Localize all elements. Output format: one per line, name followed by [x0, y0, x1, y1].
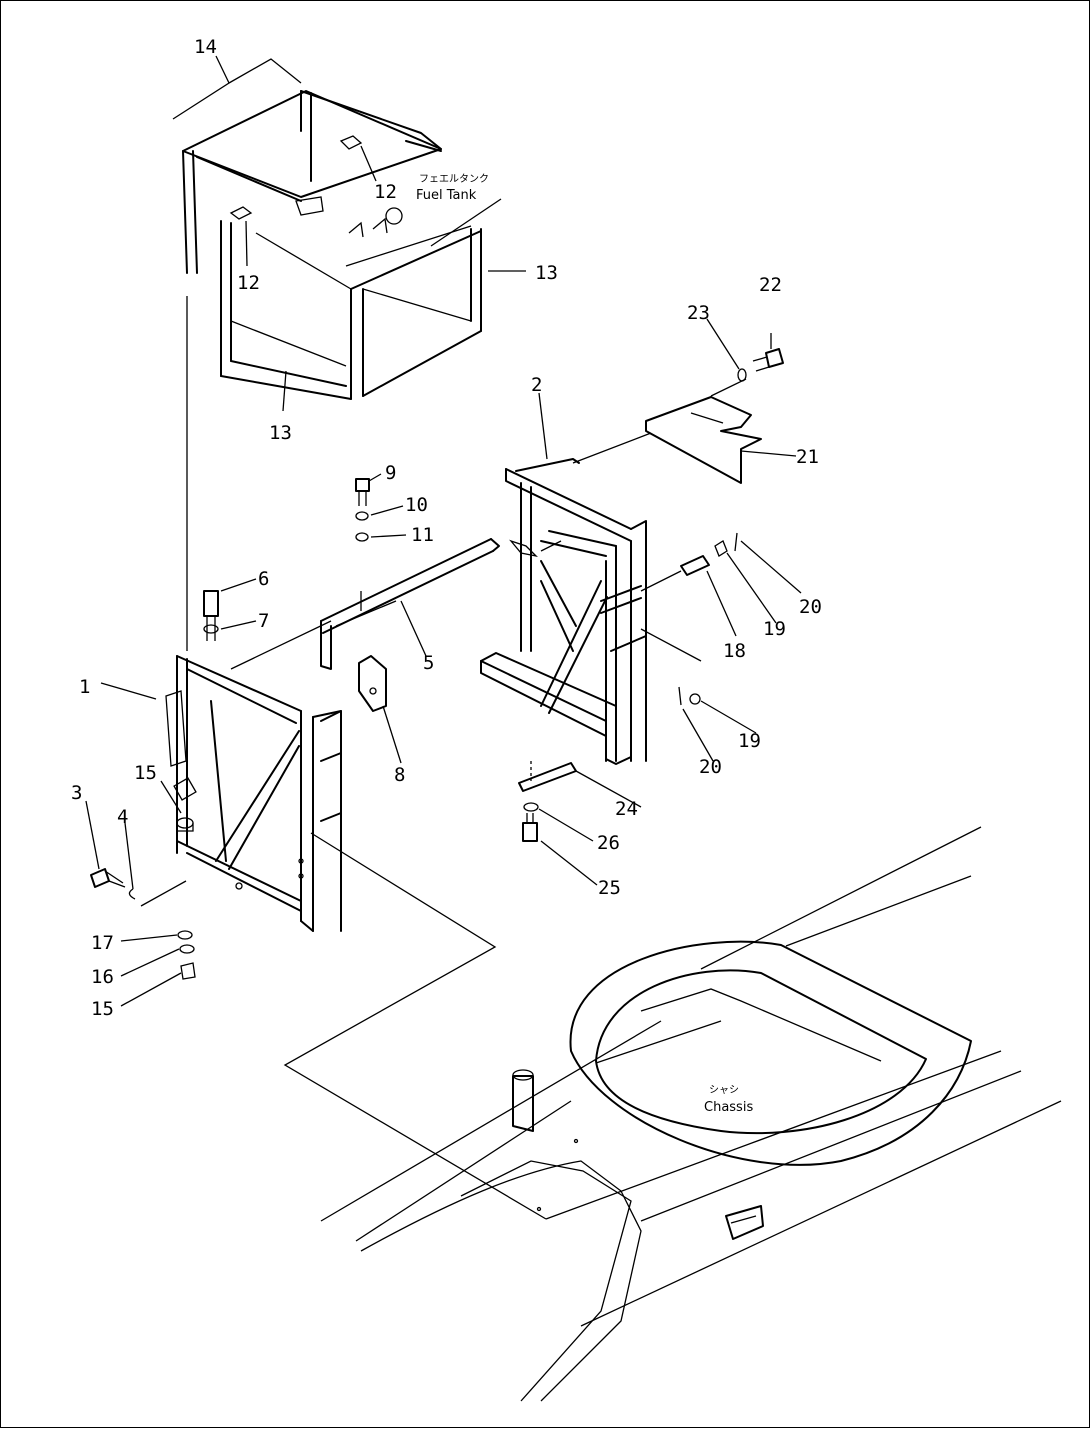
callout-18: 18 [723, 640, 746, 662]
callout-12-side: 12 [237, 272, 260, 294]
callout-25: 25 [598, 877, 621, 899]
left-bracket-part1 [165, 655, 342, 932]
callout-24: 24 [615, 798, 638, 820]
callout-20-lower: 20 [699, 756, 722, 778]
callout-23: 23 [687, 302, 710, 324]
callout-leader-lines [85, 318, 802, 1007]
callout-14: 14 [194, 36, 217, 58]
callout-20-upper: 20 [799, 596, 822, 618]
callout-7: 7 [258, 610, 269, 632]
callout-labels: 14 12 12 13 13 22 23 2 21 9 10 11 6 7 5 … [71, 36, 822, 1020]
right-bracket-part2 [480, 458, 647, 781]
fuel-tank-jp-label: フェエルタンク [419, 173, 489, 185]
callout-13-right: 13 [535, 262, 558, 284]
callout-3: 3 [71, 782, 82, 804]
callout-19-lower: 19 [738, 730, 761, 752]
text-annotations: フェエルタンク Fuel Tank シャシ Chassis [416, 173, 753, 1115]
callout-19-upper: 19 [763, 618, 786, 640]
callout-15-upper: 15 [134, 762, 157, 784]
callout-22: 22 [759, 274, 782, 296]
left-bracket-fasteners [90, 590, 219, 980]
fuel-tank-label: Fuel Tank [416, 188, 477, 203]
tank-leader-lines [172, 55, 526, 651]
chassis-jp-label: シャシ [709, 1085, 739, 1096]
callout-8: 8 [394, 764, 405, 786]
callout-2: 2 [531, 374, 542, 396]
callout-9: 9 [385, 462, 396, 484]
callout-6: 6 [258, 568, 269, 590]
callout-12-top: 12 [374, 181, 397, 203]
chassis-label: Chassis [704, 1100, 753, 1115]
callout-1: 1 [79, 676, 90, 698]
chassis-outline [283, 826, 1062, 1402]
fuel-tank-band-assembly [182, 90, 482, 400]
callout-16: 16 [91, 966, 114, 988]
center-brace-part5 [230, 478, 500, 712]
callout-13-bottom: 13 [269, 422, 292, 444]
callout-15-lower: 15 [91, 998, 114, 1020]
callout-4: 4 [117, 806, 128, 828]
callout-10: 10 [405, 494, 428, 516]
callout-26: 26 [597, 832, 620, 854]
callout-11: 11 [411, 524, 434, 546]
callout-17: 17 [91, 932, 114, 954]
callout-5: 5 [423, 652, 434, 674]
callout-21: 21 [796, 446, 819, 468]
